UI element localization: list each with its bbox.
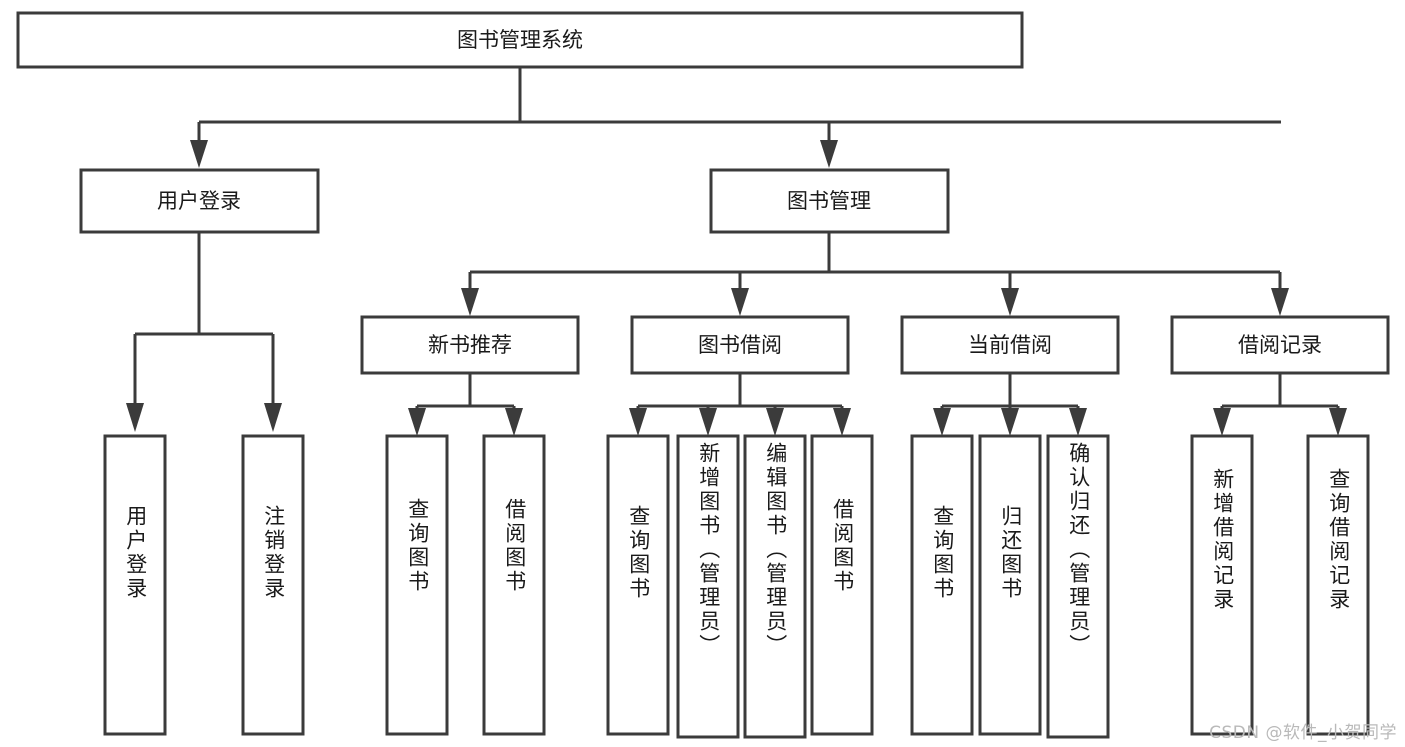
connector-book-borrow-to-leaves (629, 373, 851, 436)
arrow-head-icon (461, 288, 479, 316)
node-user-login[interactable]: 用户登录 (79, 168, 320, 234)
leaf-box-query-book-3[interactable] (910, 434, 974, 736)
leaf-box-borrow-book-1[interactable] (482, 434, 546, 736)
leaf-box-return-book[interactable] (978, 434, 1042, 736)
arrow-head-icon (505, 408, 523, 436)
node-borrow-record[interactable]: 借阅记录 (1170, 315, 1390, 375)
arrow-head-icon (264, 403, 282, 432)
arrow-head-icon (766, 408, 784, 436)
node-new-book-recommend[interactable]: 新书推荐 (360, 315, 580, 375)
node-new-book-recommend-box[interactable] (360, 315, 580, 375)
leaf-box-edit-book-admin[interactable] (743, 434, 807, 739)
arrow-head-icon (731, 288, 749, 316)
arrow-head-icon (1329, 408, 1347, 436)
node-book-management[interactable]: 图书管理 (709, 168, 950, 234)
leaf-box-query-borrow-record[interactable] (1306, 434, 1370, 736)
node-borrow-record-label: 借阅记录 (1238, 333, 1322, 357)
node-current-borrow-box[interactable] (900, 315, 1120, 375)
leaf-box-logout[interactable] (241, 434, 305, 736)
arrow-head-icon (1001, 288, 1019, 316)
arrow-head-icon (408, 408, 426, 436)
arrow-head-icon (629, 408, 647, 436)
leaf-box-query-book-1[interactable] (385, 434, 449, 736)
watermark-text: CSDN @软件_小贺同学 (1209, 723, 1397, 743)
leaf-box-user-login[interactable] (103, 434, 167, 736)
connector-borrow-record-to-leaves (1213, 373, 1347, 436)
arrow-head-icon (1213, 408, 1231, 436)
arrow-head-icon (126, 403, 144, 432)
node-book-borrow-label: 图书借阅 (698, 333, 782, 357)
arrow-head-icon (1271, 288, 1289, 316)
leaf-box-add-borrow-record[interactable] (1190, 434, 1254, 736)
arrow-head-icon (1001, 408, 1019, 436)
connector-root-to-level2 (190, 67, 1281, 168)
leaf-box-borrow-book-2[interactable] (810, 434, 874, 736)
node-new-book-recommend-label: 新书推荐 (428, 333, 512, 357)
node-user-login-box[interactable] (79, 168, 320, 234)
node-current-borrow-label: 当前借阅 (968, 333, 1052, 357)
node-book-management-label: 图书管理 (787, 189, 871, 213)
arrow-head-icon (699, 408, 717, 436)
arrow-head-icon (833, 408, 851, 436)
leaf-box-confirm-return-admin[interactable] (1046, 434, 1110, 739)
leaf-box-add-book-admin[interactable] (676, 434, 740, 739)
node-root-box[interactable] (16, 11, 1024, 69)
node-root-label: 图书管理系统 (457, 28, 583, 52)
arrow-head-icon (933, 408, 951, 436)
connector-user-login-to-leaves (126, 232, 282, 432)
connector-new-book-to-leaves (408, 373, 523, 436)
node-root[interactable]: 图书管理系统 (16, 11, 1024, 69)
arrow-head-icon (1069, 408, 1087, 436)
connector-book-management-to-level3 (461, 232, 1289, 316)
node-current-borrow[interactable]: 当前借阅 (900, 315, 1120, 375)
node-book-borrow[interactable]: 图书借阅 (630, 315, 850, 375)
node-user-login-label: 用户登录 (157, 189, 241, 213)
leaf-box-query-book-2[interactable] (606, 434, 670, 736)
arrow-head-icon (820, 140, 838, 168)
arrow-head-icon (190, 140, 208, 168)
connector-current-borrow-to-leaves (933, 373, 1087, 436)
